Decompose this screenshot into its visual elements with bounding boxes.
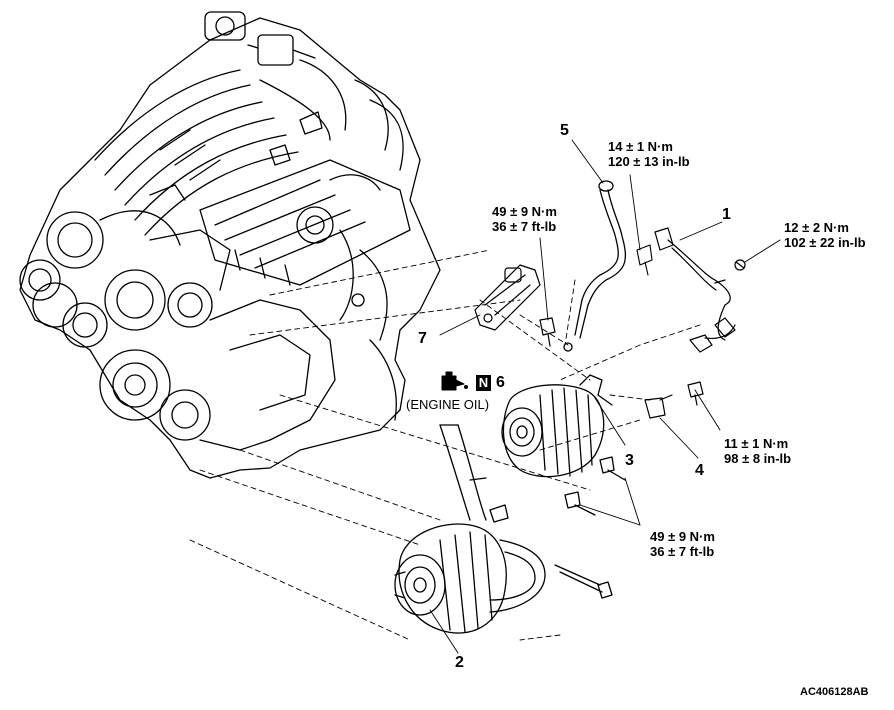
torque-value: 49 ± 9 N·m xyxy=(492,204,557,219)
torque-value: 98 ± 8 in-lb xyxy=(724,450,792,466)
torque-value: 49 ± 9 N·m xyxy=(650,529,715,544)
leader-lines xyxy=(189,139,781,654)
callout-4: 4 xyxy=(695,462,704,479)
torque-value: 12 ± 2 N·m xyxy=(784,220,849,235)
n-mark: N xyxy=(476,375,491,391)
part-4-bracket xyxy=(644,381,704,419)
callout-5: 5 xyxy=(560,122,569,139)
torque-spec-bottom: 49 ± 9 N·m 36 ± 7 ft-lb xyxy=(650,529,715,560)
torque-value: 14 ± 1 N·m xyxy=(608,139,673,154)
part-5-oil-level-gauge xyxy=(563,180,627,352)
figure-code: AC406128AB xyxy=(800,686,869,698)
part-2-ac-compressor xyxy=(394,424,613,634)
part-1-harness xyxy=(654,227,746,353)
callout-7: 7 xyxy=(418,330,427,347)
torque-value: 36 ± 7 ft-lb xyxy=(650,543,715,559)
torque-spec-bracket: 11 ± 1 N·m 98 ± 8 in-lb xyxy=(724,436,792,467)
torque-value: 102 ± 22 in-lb xyxy=(784,234,866,250)
callout-2: 2 xyxy=(455,654,464,671)
torque-value: 11 ± 1 N·m xyxy=(724,436,789,451)
bolt-top xyxy=(636,244,653,276)
oil-can-icon xyxy=(441,371,468,391)
part-7-bracket xyxy=(474,264,556,347)
callout-1: 1 xyxy=(722,206,731,223)
torque-spec-left: 49 ± 9 N·m 36 ± 7 ft-lb xyxy=(492,204,557,235)
torque-spec-right: 12 ± 2 N·m 102 ± 22 in-lb xyxy=(784,220,866,251)
engine-oil-label: (ENGINE OIL) xyxy=(406,397,490,412)
part-3-generator xyxy=(501,374,626,516)
torque-spec-top: 14 ± 1 N·m 120 ± 13 in-lb xyxy=(608,139,690,170)
callout-6: 6 xyxy=(496,374,505,391)
torque-value: 36 ± 7 ft-lb xyxy=(492,218,557,234)
callout-3: 3 xyxy=(625,452,634,469)
engine-assembly xyxy=(19,11,441,479)
torque-value: 120 ± 13 in-lb xyxy=(608,153,690,169)
